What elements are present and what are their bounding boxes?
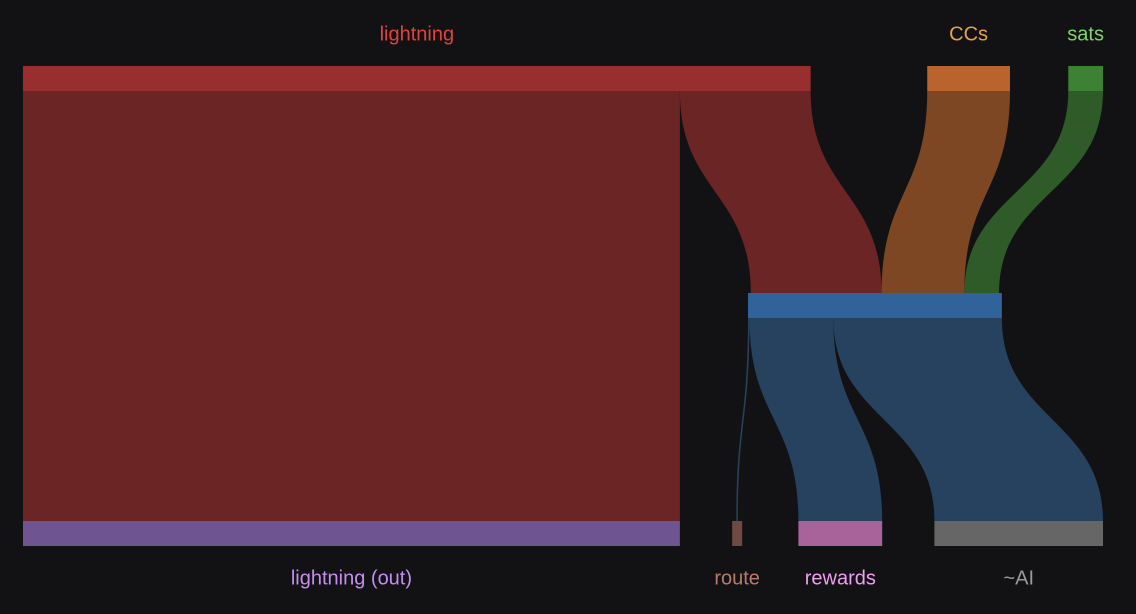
link-stacker-to-rewards [749,318,883,521]
label-lightning: lightning [380,23,455,45]
node-ai [934,521,1103,546]
label-ccs: CCs [949,23,988,45]
node-stacker [748,293,1002,318]
link-sats-to-stacker [964,91,1103,293]
node-route [732,521,743,546]
node-lightning [23,66,811,91]
label-lightning_out: lightning (out) [291,567,412,589]
node-ccs [927,66,1010,91]
label-route: route [714,567,760,589]
node-sats [1068,66,1103,91]
link-lightning-to-lightning_out [23,91,680,521]
label-sats: sats [1067,23,1104,45]
link-stacker-to-ai [833,318,1103,521]
link-lightning-to-stacker [679,91,882,293]
link-stacker-to-route [736,318,750,521]
label-rewards: rewards [805,567,876,589]
node-rewards [798,521,883,546]
label-layer: lightning CCs sats lightning (out) route rewa… [291,23,1104,589]
node-layer [23,66,1103,546]
link-layer [23,91,1103,521]
node-lightning_out [23,521,680,546]
link-ccs-to-stacker [881,91,1010,293]
label-ai: ~AI [1003,567,1034,589]
